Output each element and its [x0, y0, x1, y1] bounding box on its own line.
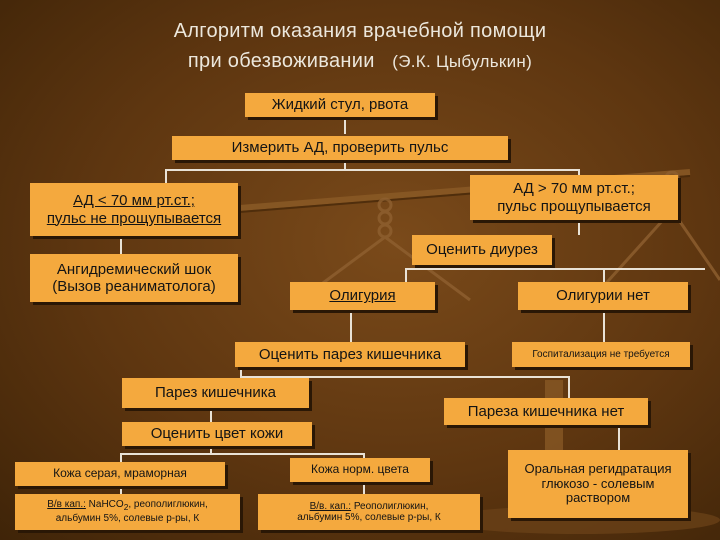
node-label: раствором [565, 490, 631, 506]
node-label: Пареза кишечника нет [467, 402, 625, 420]
connector [344, 160, 346, 170]
node-label: Кожа серая, мраморная [53, 466, 187, 481]
node-label: альбумин 5%, солевые р-ры, К [297, 512, 441, 523]
page-title: Алгоритм оказания врачебной помощи [0, 20, 720, 43]
connector [363, 453, 365, 458]
node-label: Оценить диурез [426, 241, 538, 259]
connector [618, 425, 620, 450]
title-line-2: при обезвоживании [187, 50, 375, 72]
node-label: Оценить парез кишечника [258, 345, 442, 363]
node-label: Оценить цвет кожи [150, 425, 284, 443]
iv-text: , реополиглюкин, [128, 499, 208, 511]
node-assess-diuresis: Оценить диурез [412, 235, 552, 265]
node-intestinal-paresis: Парез кишечника [122, 378, 309, 408]
connector [603, 310, 605, 342]
node-oral-rehydration: Оральная регидратация глюкозо - солевым … [508, 450, 688, 518]
node-label: В/в кап.: NaHCO2, реополиглюкин, [47, 499, 208, 513]
node-bp-high: АД > 70 мм рт.ст.; пульс прощупывается [470, 175, 678, 220]
connector [210, 446, 212, 454]
iv-text: Реополиглюкин, [353, 500, 429, 512]
node-label: Оральная регидратация [524, 460, 672, 476]
connector [344, 117, 346, 134]
node-iv-therapy-gray: В/в кап.: NaHCO2, реополиглюкин, альбуми… [15, 494, 240, 530]
connector [120, 486, 122, 494]
node-label: пульс не прощупывается [46, 209, 222, 227]
connector [210, 408, 212, 422]
connector [405, 268, 407, 282]
connector [165, 169, 167, 183]
iv-subscript: 2 [123, 502, 129, 513]
connector [578, 220, 580, 235]
title-author: (Э.К. Цыбулькин) [392, 52, 533, 71]
connector [363, 482, 365, 494]
node-anhydremic-shock: Ангидремический шок (Вызов реаниматолога… [30, 254, 238, 302]
node-skin-normal: Кожа норм. цвета [290, 458, 430, 482]
node-label: Госпитализация не требуется [532, 348, 670, 360]
node-label: (Вызов реаниматолога) [52, 278, 216, 295]
node-label: АД < 70 мм рт.ст.; [73, 192, 195, 210]
node-label: альбумин 5%, солевые р-ры, К [55, 513, 200, 525]
node-label: АД > 70 мм рт.ст.; [513, 180, 635, 198]
node-assess-skin: Оценить цвет кожи [122, 422, 312, 446]
connector [568, 376, 570, 398]
connector [350, 310, 352, 342]
node-no-hospitalization: Госпитализация не требуется [512, 342, 690, 367]
node-oliguria: Олигурия [290, 282, 435, 310]
node-label: Измерить АД, проверить пульс [231, 139, 449, 157]
node-label: Олигурии нет [556, 287, 650, 305]
connector [578, 169, 580, 175]
node-skin-gray: Кожа серая, мраморная [15, 462, 225, 486]
connector [120, 453, 365, 455]
title-line-1: Алгоритм оказания врачебной помощи [173, 20, 547, 42]
connector [603, 268, 605, 282]
iv-label: В/в кап.: [47, 499, 86, 511]
node-label: Кожа норм. цвета [311, 462, 409, 477]
node-label: Олигурия [329, 287, 396, 305]
node-bp-low: АД < 70 мм рт.ст.; пульс не прощупываетс… [30, 183, 238, 236]
connector [240, 376, 570, 378]
page-subtitle: при обезвоживании (Э.К. Цыбулькин) [0, 50, 720, 73]
connector [120, 453, 122, 462]
connector [240, 367, 242, 377]
connector [120, 236, 122, 254]
node-diarrhea-vomiting: Жидкий стул, рвота [245, 93, 435, 117]
iv-label: В/в. кап.: [309, 500, 352, 512]
node-assess-paresis: Оценить парез кишечника [235, 342, 465, 367]
node-label: Парез кишечника [154, 384, 277, 402]
node-label: глюкозо - солевым [541, 475, 655, 491]
node-label: В/в. кап.: Реополиглюкин, [310, 501, 429, 513]
node-measure-bp-pulse: Измерить АД, проверить пульс [172, 136, 508, 160]
node-iv-therapy-normal: В/в. кап.: Реополиглюкин, альбумин 5%, с… [258, 494, 480, 530]
node-no-oliguria: Олигурии нет [518, 282, 688, 310]
node-label: Ангидремический шок [56, 260, 212, 278]
node-no-intestinal-paresis: Пареза кишечника нет [444, 398, 648, 425]
connector [165, 169, 580, 171]
node-label: Жидкий стул, рвота [271, 96, 409, 114]
node-label: пульс прощупывается [497, 197, 651, 215]
connector [405, 268, 705, 270]
